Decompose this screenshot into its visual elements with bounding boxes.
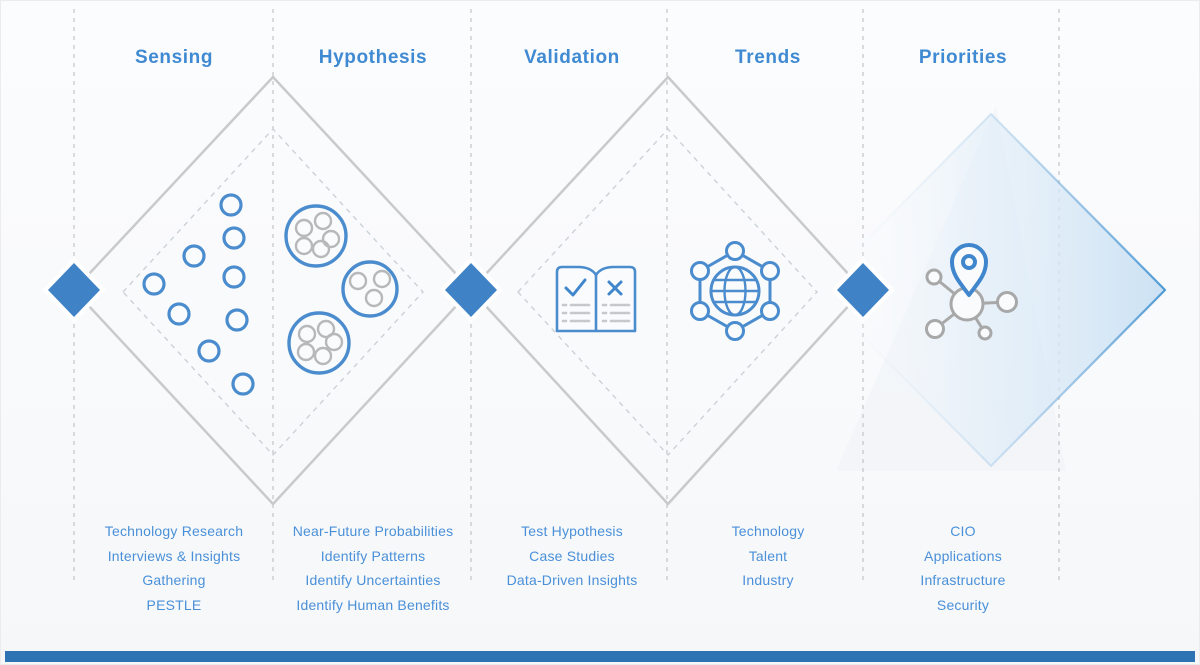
stage-title-hypothesis: Hypothesis [318, 47, 428, 68]
forward-arrow [815, 112, 1167, 468]
cross-icon [607, 280, 623, 296]
list-item: CIO [950, 523, 976, 539]
list-item: Industry [742, 572, 794, 588]
milestone-diamond-3 [831, 257, 895, 323]
column-divider-lines [73, 9, 1060, 584]
list-item: Near-Future Probabilities [292, 523, 454, 539]
sensing-icon scatter-dots-icon [142, 193, 255, 396]
priorities-icon location-pin-network-icon [925, 243, 1018, 341]
validation-icon open-book-check-cross-icon [555, 265, 637, 333]
list-item: Identify Patterns [320, 547, 426, 564]
stage-title-validation: Validation [524, 47, 620, 68]
stage-title-trends: Trends [735, 47, 801, 68]
list-item: Applications [924, 547, 1002, 564]
inner-dashed-diamond-2 [517, 127, 818, 457]
list-item: Gathering [142, 572, 206, 588]
list-item: PESTLE [146, 596, 202, 613]
milestone-diamonds [42, 257, 895, 323]
list-item: Case Studies [529, 547, 615, 564]
list-item: Identify Human Benefits [296, 596, 450, 613]
inner-dashed-diamond-1 [122, 127, 424, 457]
milestone-diamond-2 [439, 257, 503, 323]
list-item: Security [936, 596, 990, 613]
bottom-accent-bar [5, 651, 1195, 662]
list-item: Identify Uncertainties [305, 572, 441, 588]
check-icon [564, 278, 587, 297]
list-item: Test Hypothesis [521, 523, 623, 539]
inner-dashed-diamonds [122, 127, 818, 457]
list-item: Technology Research [104, 523, 244, 539]
list-item: Talent [748, 547, 788, 564]
stage-title-priorities: Priorities [918, 47, 1008, 68]
hypothesis-icon clustered-dots-icon [284, 204, 399, 375]
list-item: Interviews & Insights [107, 547, 241, 564]
milestone-diamond-1 [42, 257, 106, 323]
book-list-lines [561, 303, 631, 323]
list-item: Technology [731, 523, 805, 539]
list-item: Infrastructure [920, 572, 1006, 588]
trends-icon globe-network-icon [690, 241, 780, 341]
stage-title-sensing: Sensing [134, 47, 214, 68]
list-item: Data-Driven Insights [506, 572, 638, 588]
